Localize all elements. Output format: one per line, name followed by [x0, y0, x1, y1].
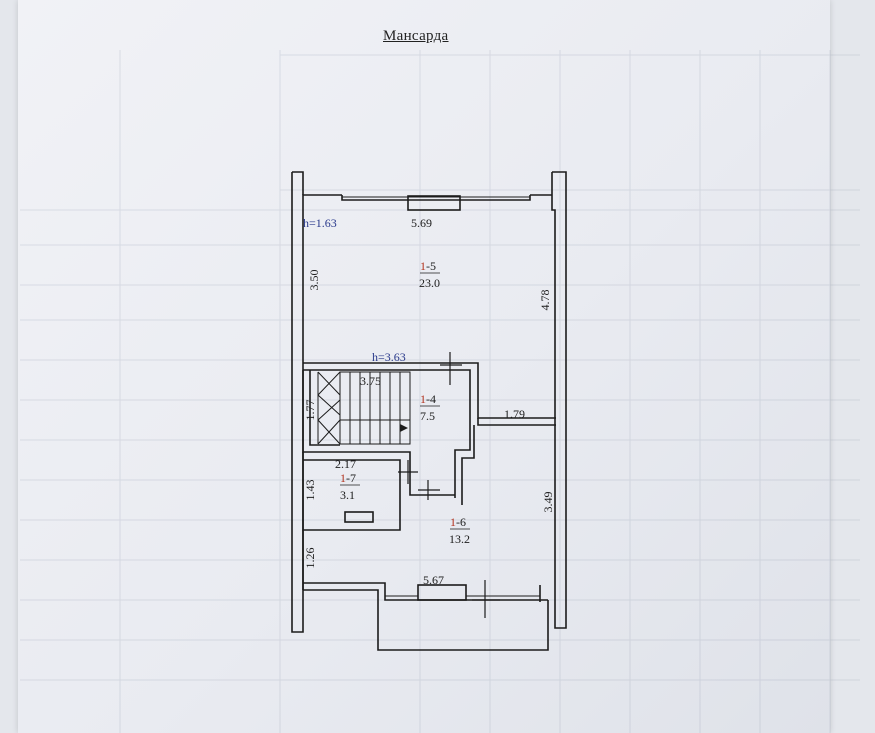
- small-room-wall: [302, 452, 401, 531]
- svg-text:1-7: 1-7: [340, 471, 356, 485]
- room-number-suffix: -6: [456, 515, 466, 529]
- room-label-1-5: 1-5 23.0: [419, 259, 440, 290]
- plan-title: Мансарда: [383, 28, 449, 44]
- dim-stair-height: 1.77: [303, 400, 317, 421]
- room-label-1-6: 1-6 13.2: [449, 515, 470, 546]
- outer-wall: [291, 172, 342, 633]
- partition-wall: [303, 362, 556, 419]
- dim-left-bottom: 1.26: [303, 548, 317, 569]
- room-number-suffix: -5: [426, 259, 436, 273]
- dim-right-top: 4.78: [538, 290, 552, 311]
- outer-wall-top: [341, 195, 531, 201]
- dim-right-bottom: 3.49: [541, 492, 555, 513]
- dim-left-top: 3.50: [307, 270, 321, 291]
- height-label-top: h=1.63: [303, 216, 337, 230]
- room-area: 13.2: [449, 532, 470, 546]
- outer-wall-right: [552, 171, 567, 629]
- room-label-1-4: 1-4 7.5: [420, 392, 440, 423]
- top-window: [407, 195, 461, 211]
- room-number-prefix: 1: [420, 392, 426, 406]
- room-number-suffix: -7: [346, 471, 356, 485]
- stair-wall: [302, 370, 455, 496]
- dim-small-room-width: 2.17: [335, 457, 356, 471]
- room-number-prefix: 1: [450, 515, 456, 529]
- svg-text:1-4: 1-4: [420, 392, 436, 406]
- room-area: 7.5: [420, 409, 435, 423]
- svg-text:1-6: 1-6: [450, 515, 466, 529]
- svg-text:1-5: 1-5: [420, 259, 436, 273]
- paper-sheet: [18, 0, 830, 733]
- room-number-prefix: 1: [340, 471, 346, 485]
- room-area: 23.0: [419, 276, 440, 290]
- door-marks: [398, 352, 500, 618]
- height-label-middle: h=3.63: [372, 350, 406, 364]
- dim-small-room-height: 1.43: [303, 480, 317, 501]
- dim-stair-width: 3.75: [360, 374, 381, 388]
- dim-top-width: 5.69: [411, 216, 432, 230]
- room-label-1-7: 1-7 3.1: [340, 471, 360, 502]
- dim-bottom-width: 5.67: [423, 573, 444, 587]
- room-area: 3.1: [340, 488, 355, 502]
- bottom-window: [417, 584, 467, 601]
- room-number-suffix: -4: [426, 392, 436, 406]
- room-number-prefix: 1: [420, 259, 426, 273]
- dim-corridor-width: 1.79: [504, 407, 525, 421]
